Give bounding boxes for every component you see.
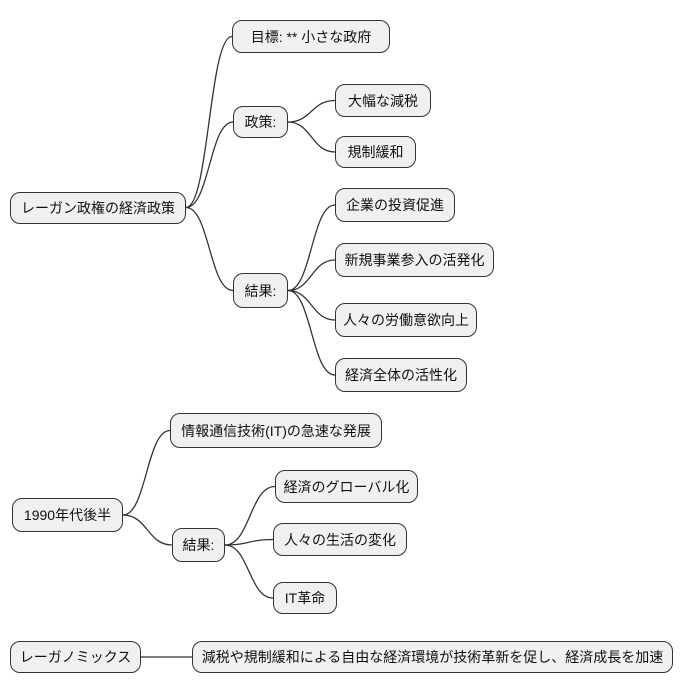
edge-result1-invest bbox=[287, 204, 336, 292]
node-life-changes: 人々の生活の変化 bbox=[273, 523, 407, 556]
edge-root1-goal bbox=[185, 35, 233, 209]
node-reagan-policy-root: レーガン政権の経済政策 bbox=[10, 192, 186, 224]
edge-root1-result bbox=[185, 206, 234, 292]
node-tax-cuts: 大幅な減税 bbox=[335, 84, 431, 117]
node-new-business-entry: 新規事業参入の活発化 bbox=[335, 243, 494, 277]
edge-result2-global bbox=[224, 485, 276, 546]
node-corporate-investment: 企業の投資促進 bbox=[335, 188, 455, 222]
node-reaganomics-description: 減税や規制緩和による自由な経済環境が技術革新を促し、経済成長を加速 bbox=[192, 641, 673, 673]
edge-root1-policy bbox=[185, 121, 234, 209]
node-result-1: 結果: bbox=[233, 273, 288, 308]
node-reaganomics-root: レーガノミックス bbox=[10, 641, 141, 673]
edge-policy-tax bbox=[287, 99, 336, 123]
node-goal-small-government: 目標: ** 小さな政府 bbox=[232, 20, 390, 53]
node-late-1990s-root: 1990年代後半 bbox=[12, 498, 123, 532]
node-it-revolution: IT革命 bbox=[273, 582, 337, 614]
edge-root2-itdev bbox=[122, 429, 171, 516]
node-economy-revitalization: 経済全体の活性化 bbox=[335, 358, 467, 392]
edge-result1-economy bbox=[287, 289, 336, 376]
node-economic-globalization: 経済のグローバル化 bbox=[275, 470, 418, 503]
edge-result2-itrev bbox=[224, 544, 274, 599]
node-deregulation: 規制緩和 bbox=[335, 136, 416, 168]
edge-result2-life bbox=[224, 538, 274, 546]
node-it-rapid-development: 情報通信技術(IT)の急速な発展 bbox=[170, 413, 382, 448]
node-result-2: 結果: bbox=[172, 528, 225, 562]
node-policy: 政策: bbox=[233, 106, 288, 138]
edge-result1-labor bbox=[287, 289, 336, 321]
node-work-motivation: 人々の労働意欲向上 bbox=[335, 303, 477, 337]
edge-result1-newbiz bbox=[287, 259, 336, 292]
edge-root2-result bbox=[122, 514, 173, 546]
edge-policy-dereg bbox=[287, 121, 336, 153]
